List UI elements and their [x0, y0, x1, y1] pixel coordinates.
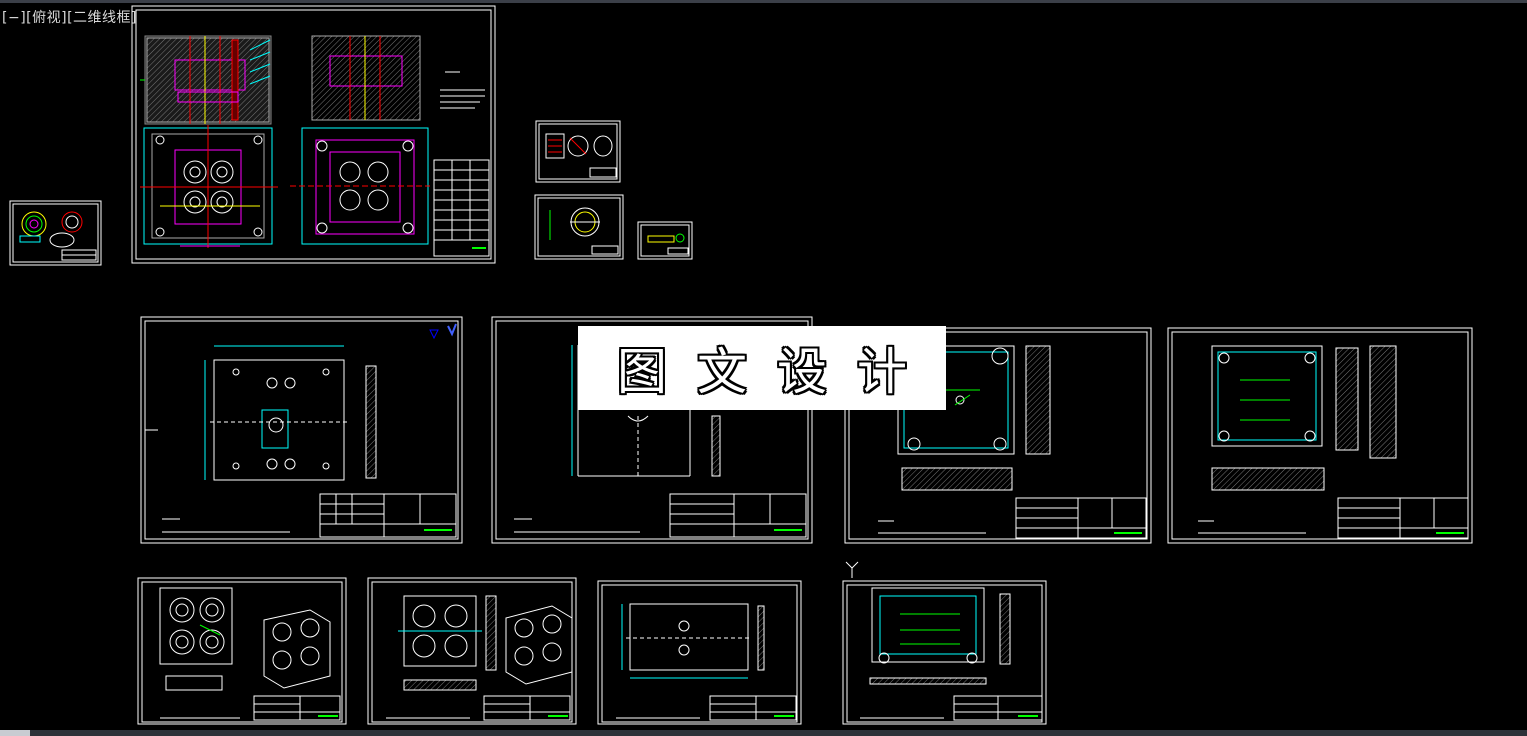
top-toolbar-strip: [0, 0, 1527, 3]
sheet-plate-1[interactable]: [140, 316, 463, 544]
sheet-plate-6[interactable]: [842, 580, 1047, 725]
sheet-detail-a[interactable]: [535, 120, 621, 183]
sheet-plate-2[interactable]: [491, 316, 813, 544]
sheet-product-small[interactable]: [9, 200, 102, 266]
sheet-cavity-1[interactable]: [137, 577, 347, 725]
status-bar-indicator: [0, 730, 30, 736]
sheet-cavity-2[interactable]: [367, 577, 577, 725]
watermark-banner: 图文设计: [578, 326, 946, 410]
status-bar: [0, 730, 1527, 736]
sheet-plate-3[interactable]: [844, 327, 1152, 544]
sheet-detail-b[interactable]: [534, 194, 624, 260]
sheet-plate-4[interactable]: [1167, 327, 1473, 544]
viewport-controls-label[interactable]: [−][俯视][二维线框]: [2, 10, 138, 26]
sheet-assembly-main[interactable]: [131, 5, 496, 264]
sheet-detail-c[interactable]: [637, 221, 693, 260]
watermark-text: 图文设计: [617, 343, 937, 401]
ucs-icon: [845, 561, 859, 578]
sheet-plate-5[interactable]: [597, 580, 802, 725]
